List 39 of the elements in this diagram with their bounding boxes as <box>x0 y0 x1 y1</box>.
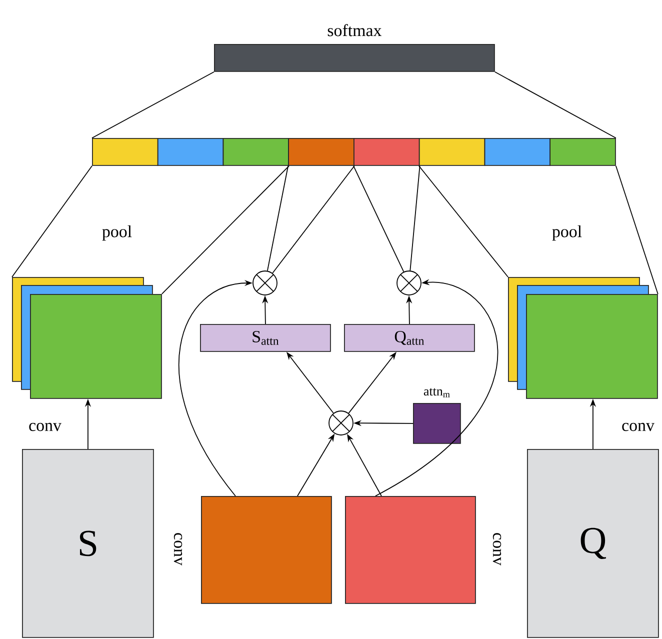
connector-line <box>615 165 658 294</box>
connector-line <box>418 165 508 278</box>
vector-segment <box>92 138 158 166</box>
softmax-bar: softmax <box>214 24 495 72</box>
vector-segment <box>550 138 616 166</box>
conv-label: conv <box>622 422 654 432</box>
connector-line <box>410 165 420 272</box>
conv-output-box <box>345 496 476 604</box>
conv-label: conv <box>174 533 182 566</box>
feature-map <box>526 294 658 399</box>
multiply-circle <box>252 270 278 296</box>
vector-segment <box>354 138 420 166</box>
input-box: Q <box>527 449 659 638</box>
conv-output-box <box>201 496 332 604</box>
input-box: S <box>22 449 154 638</box>
conv-label: conv <box>29 422 62 432</box>
connector-line <box>272 165 355 274</box>
multiply-circle <box>328 410 354 436</box>
pool-label: pool <box>552 225 582 241</box>
connector-line <box>494 71 616 138</box>
mask-box: attn$_{m}$ <box>413 388 461 444</box>
connector-line <box>353 165 404 272</box>
pool-label: pool <box>102 225 132 241</box>
vector-segment <box>222 138 289 166</box>
vector-segment <box>418 138 486 166</box>
connector-line <box>161 165 290 294</box>
vector-segment <box>288 138 354 166</box>
vector-segment <box>157 138 224 166</box>
connector-line <box>266 165 289 272</box>
vector-segment <box>484 138 550 166</box>
connector-line <box>92 71 214 138</box>
conv-label: conv <box>492 533 502 566</box>
attention-box: S$_{attn}$ <box>200 324 331 352</box>
feature-map <box>30 294 162 399</box>
multiply-circle <box>396 270 422 296</box>
node-label: softmax <box>328 24 382 36</box>
attention-box: Q$_{attn}$ <box>344 324 475 352</box>
connector-line <box>12 165 92 278</box>
node-label: attn$_{m}$ <box>424 388 450 398</box>
